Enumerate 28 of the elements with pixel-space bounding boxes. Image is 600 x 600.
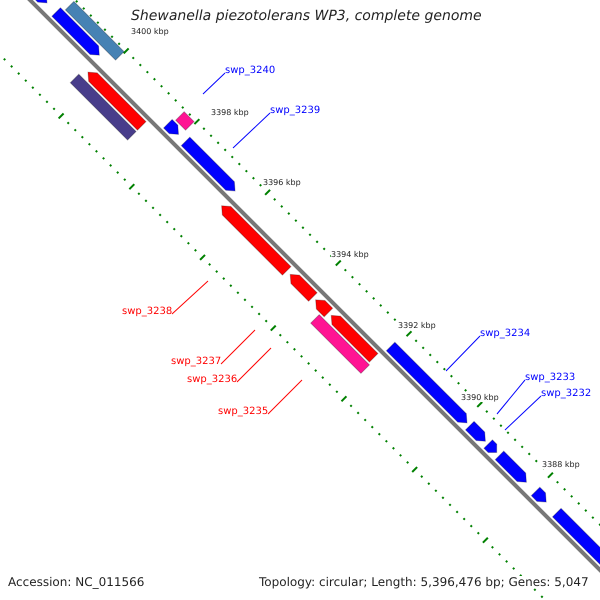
scale-label: 3390 kbp — [461, 394, 499, 402]
gene-label: swp_3232 — [541, 389, 592, 399]
gene-label: swp_3236 — [187, 375, 238, 385]
scale-label: 3400 kbp — [131, 28, 169, 36]
scale-label: 3392 kbp — [398, 322, 436, 330]
leader-line — [202, 72, 226, 94]
leader-line — [220, 330, 256, 364]
scale-label: 3388 kbp — [542, 461, 580, 469]
gene-label: swp_3235 — [218, 407, 268, 417]
leader-line — [236, 348, 272, 382]
gene-label: swp_3238 — [122, 307, 172, 317]
leader-line — [496, 380, 526, 414]
gene-label: swp_3233 — [525, 373, 576, 383]
leader-line — [232, 112, 270, 148]
gene-label: swp_3234 — [480, 329, 530, 339]
gene-label: swp_3239 — [270, 106, 320, 116]
scale-label: 3398 kbp — [211, 109, 249, 117]
title: Shewanella piezotolerans WP3, complete genome — [131, 9, 482, 23]
gene-label: swp_3237 — [171, 357, 222, 367]
gene-label: swp_3240 — [225, 66, 276, 76]
leader-line — [172, 280, 208, 314]
accession-text: Accession: NC_011566 — [8, 576, 144, 588]
scale-label: 3394 kbp — [331, 251, 369, 259]
scale-label: 3396 kbp — [263, 179, 301, 187]
genome-summary: Topology: circular; Length: 5,396,476 bp; Genes: 5,047 — [259, 576, 589, 588]
leader-line — [446, 336, 480, 372]
leader-line — [268, 380, 302, 414]
leader-line — [504, 396, 542, 430]
